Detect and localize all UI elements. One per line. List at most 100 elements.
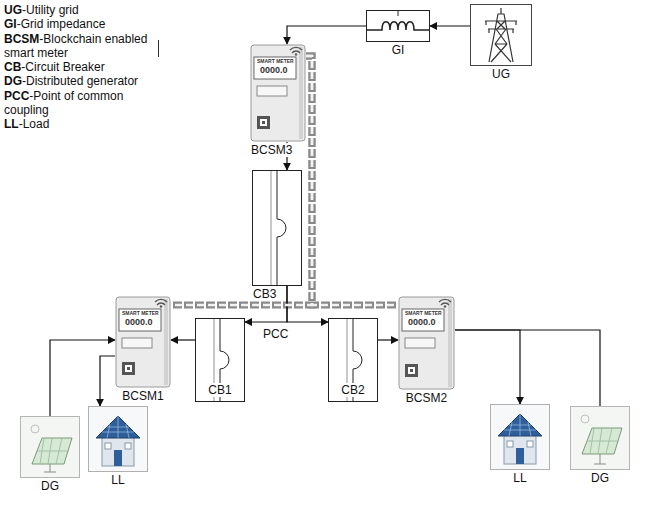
ll-node: LL — [490, 404, 550, 470]
drawing-part — [571, 407, 630, 470]
meter-icon — [115, 296, 171, 388]
node-label: CB2 — [340, 383, 365, 397]
drawing-part — [299, 47, 303, 139]
abbreviation-entry: BCSM-Blockchain enabled smart meter — [4, 32, 156, 61]
abbreviation: DG — [4, 74, 22, 88]
abbreviation: PCC — [4, 89, 29, 103]
node-label: DG — [590, 471, 610, 485]
ug-icon — [470, 4, 532, 66]
node-label: CB1 — [207, 383, 232, 397]
node-label: UG — [491, 67, 511, 81]
drawing-part — [398, 11, 399, 16]
power-flow-arrow — [100, 356, 115, 406]
drawing-part — [116, 297, 170, 387]
drawing-part — [367, 22, 429, 30]
drawing-part — [102, 416, 134, 438]
drawing-part — [439, 299, 451, 305]
definition: -Circuit Breaker — [21, 60, 104, 74]
abbreviation: BCSM — [4, 32, 39, 46]
drawing-part — [196, 319, 245, 402]
definition: -Grid impedance — [17, 17, 106, 31]
drawing-part — [125, 443, 131, 449]
drawing-part — [444, 305, 446, 307]
drawing-part — [582, 428, 622, 454]
drawing-part — [31, 425, 39, 433]
drawing-part — [516, 448, 524, 464]
node-label: LL — [512, 471, 527, 485]
meter-node: BCSM1 — [115, 296, 171, 388]
gi-node: GI — [366, 10, 430, 42]
meter-display-text: SMART METER — [405, 311, 442, 317]
drawing-part — [251, 45, 305, 141]
drawing-part — [471, 5, 532, 66]
drawing-part — [125, 365, 132, 372]
power-flow-arrow — [430, 25, 470, 26]
abbreviation: GI — [4, 17, 17, 31]
drawing-part — [122, 338, 152, 348]
cb-icon — [252, 170, 302, 286]
abbreviation-entry: DG-Distributed generator — [4, 74, 156, 88]
ug-node: UG — [470, 4, 532, 66]
drawing-part — [164, 299, 168, 385]
drawing-part — [277, 171, 286, 285]
abbreviation-key: UG-Utility gridGI-Grid impedanceBCSM-Blo… — [4, 3, 156, 132]
node-label: GI — [391, 43, 406, 57]
drawing-part — [290, 47, 302, 53]
cb-node: CB1 — [195, 318, 245, 402]
drawing-part — [504, 414, 536, 436]
drawing-part — [102, 436, 134, 466]
drawing-part — [262, 121, 265, 124]
drawing-part — [405, 338, 435, 348]
drawing-part — [329, 319, 378, 402]
drawing-part — [399, 297, 454, 389]
abbreviation: LL — [4, 117, 19, 131]
dg-node: DG — [570, 406, 630, 470]
drawing-part — [257, 116, 270, 129]
drawing-part — [160, 305, 162, 307]
junction-label: PCC — [263, 328, 288, 341]
node-label: LL — [110, 473, 125, 487]
drawing-part — [21, 417, 80, 478]
drawing-part — [155, 299, 167, 305]
drawing-part — [119, 309, 161, 331]
drawing-part — [253, 171, 302, 286]
stray-tick — [158, 40, 159, 57]
drawing-part — [581, 415, 589, 423]
drawing-part — [257, 86, 287, 96]
meter-display-text: SMART METER — [122, 311, 159, 317]
cb-node: CB3 — [252, 170, 302, 286]
meter-display-text: SMART METER — [257, 59, 294, 65]
node-label: CB3 — [252, 287, 277, 301]
drawing-part — [408, 367, 415, 374]
drawing-part — [96, 416, 140, 438]
drawing-part — [507, 441, 513, 447]
node-label: BCSM1 — [121, 389, 164, 403]
drawing-part — [122, 362, 135, 375]
cb-node: CB2 — [328, 318, 378, 402]
drawing-part — [32, 438, 72, 464]
power-flow-arrow — [455, 330, 520, 404]
dg-icon — [20, 416, 80, 478]
power-flow-arrow — [287, 26, 366, 44]
drawing-part — [367, 11, 430, 42]
drawing-part — [89, 407, 148, 472]
ll-node: LL — [88, 406, 148, 472]
abbreviation-entry: CB-Circuit Breaker — [4, 60, 156, 74]
drawing-part — [405, 364, 418, 377]
drawing-part — [587, 428, 618, 454]
abbreviation: CB — [4, 60, 21, 74]
drawing-part — [114, 450, 122, 466]
drawing-part — [527, 441, 533, 447]
definition: -Distributed generator — [22, 74, 138, 88]
abbreviation-entry: GI-Grid impedance — [4, 17, 156, 31]
chain-link-outline — [306, 56, 398, 305]
drawing-part — [491, 405, 550, 470]
dg-icon — [570, 406, 630, 470]
abbreviation-entry: PCC-Point of common coupling — [4, 89, 156, 118]
drawing-part — [594, 454, 606, 464]
power-flow-arrow — [455, 330, 600, 406]
definition: -Utility grid — [22, 3, 79, 17]
blockchain-link — [306, 56, 398, 305]
meter-display-text: 0000.0 — [408, 318, 436, 328]
